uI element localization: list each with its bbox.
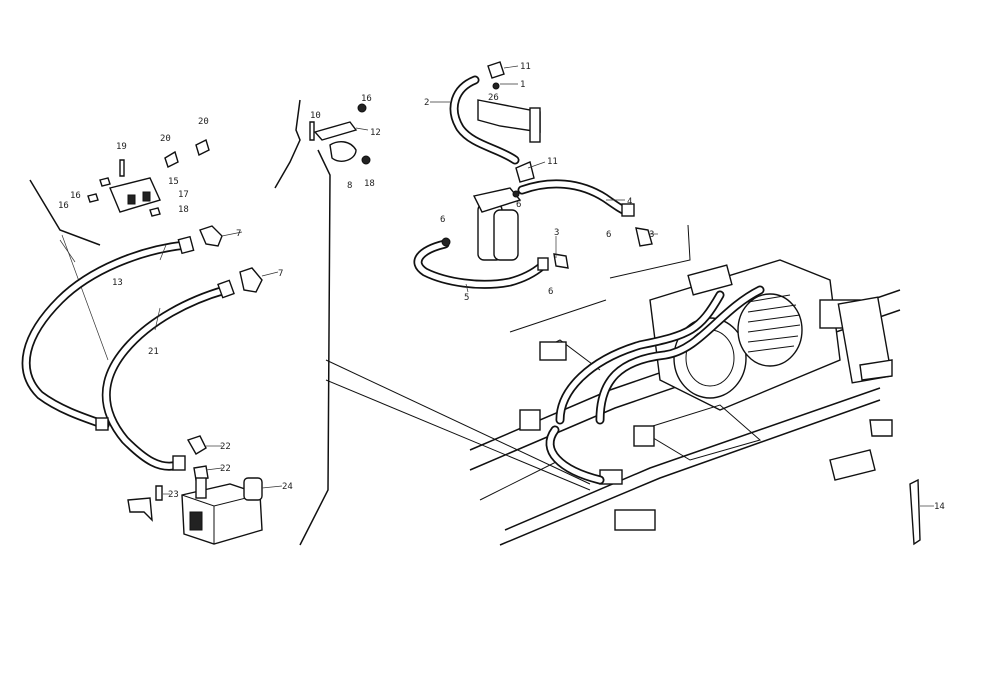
callout-6: 6 [548,287,553,297]
chassis-engine-illustration [325,259,901,546]
callout-16: 16 [361,94,372,104]
callout-5: 5 [464,293,469,303]
callout-3: 3 [554,228,559,238]
callout-15: 15 [168,177,179,187]
callout-20: 20 [198,117,209,127]
valve-filter-assembly [413,61,691,333]
callout-6: 6 [606,230,611,240]
callout-16: 16 [58,201,69,211]
callout-2: 2 [424,98,429,108]
callout-6: 6 [516,200,521,210]
callout-6: 6 [440,215,445,225]
callout-18: 18 [364,179,375,189]
callout-3: 3 [649,230,654,240]
callout-19: 19 [116,142,127,152]
callout-18: 18 [178,205,189,215]
callout-16: 16 [70,191,81,201]
callout-7: 7 [236,229,241,239]
callout-labels: 1 11 2 26 11 4 6 6 3 6 3 6 5 10 16 12 8 … [58,62,945,512]
callout-14: 14 [934,502,945,512]
callout-22: 22 [220,442,231,452]
callout-1: 1 [520,80,525,90]
clamp-bracket-assembly [274,99,371,546]
left-hose-assembly [21,139,283,545]
callout-4: 4 [627,197,632,207]
callout-24: 24 [282,482,293,492]
callout-11: 11 [547,157,558,167]
cable-tie [909,478,934,546]
callout-26: 26 [488,93,499,103]
callout-23: 23 [168,490,179,500]
callout-7: 7 [278,269,283,279]
callout-22: 22 [220,464,231,474]
callout-20: 20 [160,134,171,144]
callout-12: 12 [370,128,381,138]
callout-13: 13 [112,278,123,288]
callout-21: 21 [148,347,159,357]
callout-10: 10 [310,111,321,121]
callout-11: 11 [520,62,531,72]
callout-8: 8 [347,181,352,191]
callout-17: 17 [178,190,189,200]
